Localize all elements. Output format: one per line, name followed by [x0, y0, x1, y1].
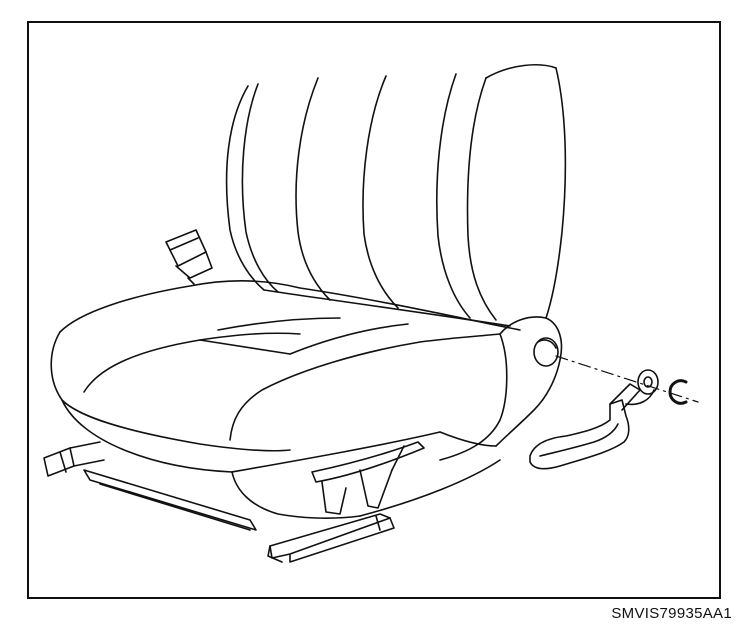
snap-ring-icon	[668, 379, 688, 405]
seat-back	[225, 64, 567, 327]
washer-icon	[637, 369, 659, 395]
seat-rails	[43, 441, 395, 563]
recliner-lever-icon	[529, 383, 655, 470]
seat-adjust-handle	[311, 441, 425, 515]
exploded-view-axis	[555, 355, 699, 403]
seat-belt-buckle-icon	[165, 229, 213, 285]
figure-code: SMVIS79935AA1	[611, 605, 732, 622]
seat-cushion	[50, 280, 521, 519]
figure-frame	[27, 21, 721, 599]
recliner-hinge-cover	[495, 316, 563, 447]
